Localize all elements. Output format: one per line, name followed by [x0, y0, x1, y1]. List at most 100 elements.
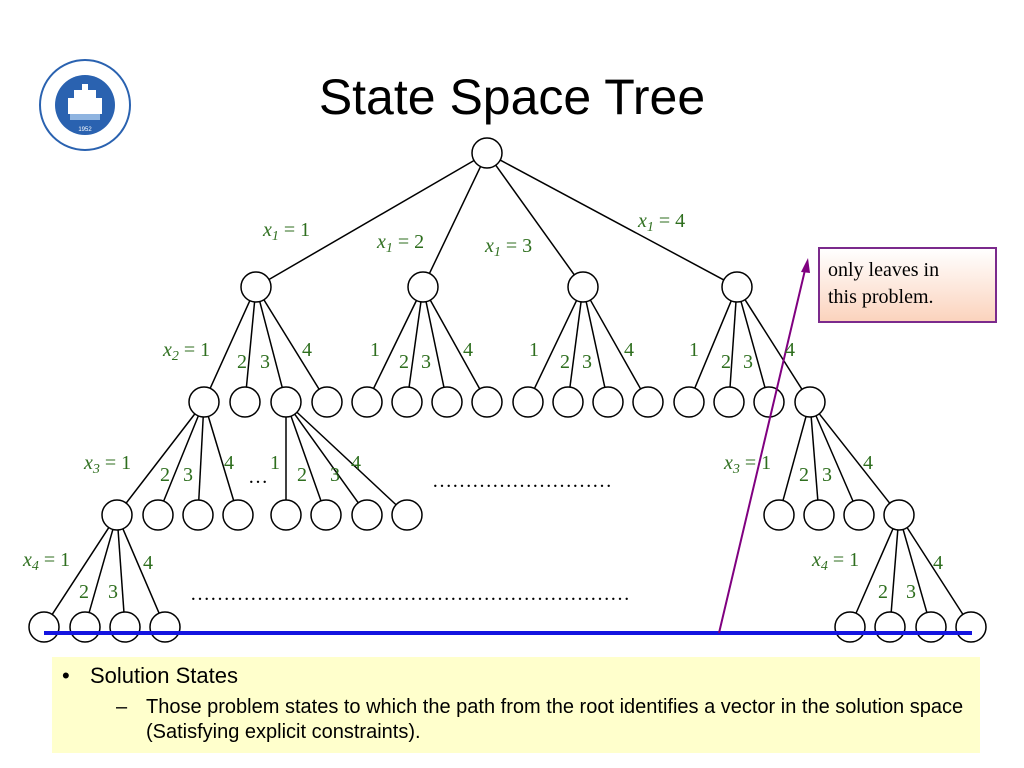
- ellipsis-long: …………………………………………………………: [190, 583, 630, 605]
- tree-edge: [207, 416, 235, 501]
- svg-text:x2 = 1: x2 = 1: [162, 339, 210, 364]
- tree-edge: [296, 411, 397, 506]
- tree-edge: [290, 415, 322, 502]
- edge-label-x1-eq-1: x1 = 1: [262, 219, 310, 244]
- tree-edge: [585, 301, 606, 388]
- edge-label-1: 1: [689, 339, 699, 361]
- tree-node: [142, 499, 174, 531]
- callout-line-1: only leaves in: [828, 259, 940, 281]
- edge-label-3: 3: [260, 351, 270, 373]
- tree-edge: [51, 527, 110, 615]
- tree-edge: [589, 299, 642, 390]
- sub-bullet: – Those problem states to which the path…: [116, 695, 966, 745]
- tree-node: [28, 611, 60, 643]
- tree-edge: [744, 299, 803, 390]
- edge-label-3: 3: [582, 351, 592, 373]
- tree-edge: [890, 529, 899, 613]
- tree-node: [803, 499, 835, 531]
- sub-bullet-dash: –: [116, 696, 128, 718]
- ellipsis-short: …: [248, 466, 268, 488]
- edge-label-4: 4: [624, 339, 634, 361]
- tree-edge: [408, 301, 422, 388]
- edge-label-x1-eq-3: x1 = 3: [484, 235, 532, 260]
- edge-label-4: 4: [785, 339, 795, 361]
- tree-edge: [88, 529, 114, 613]
- edge-label-3: 3: [421, 351, 431, 373]
- tree-node: [763, 499, 795, 531]
- edge-label-1: 1: [270, 452, 280, 474]
- slide-title: State Space Tree: [318, 69, 706, 125]
- edge-label-x1-eq-2: x1 = 2: [376, 231, 424, 256]
- edge-label-2: 2: [297, 464, 307, 486]
- tree-node: [512, 386, 544, 418]
- edge-label-3: 3: [743, 351, 753, 373]
- tree-edge: [117, 529, 125, 613]
- notes-box: • Solution States – Those problem states …: [52, 657, 980, 753]
- edge-label-3: 3: [906, 581, 916, 603]
- svg-text:x3 = 1: x3 = 1: [723, 452, 771, 477]
- callout-line-2: this problem.: [828, 286, 934, 308]
- tree-node: [407, 271, 439, 303]
- tree-root-node: [471, 137, 503, 169]
- edge-label-2: 2: [399, 351, 409, 373]
- tree-edge: [268, 159, 475, 281]
- ellipsis-mid: ………………………: [432, 470, 612, 492]
- bullet-solution-states: • Solution States: [62, 663, 238, 689]
- svg-text:x1 = 3: x1 = 3: [484, 235, 532, 260]
- tree-edge: [263, 299, 320, 390]
- edge-label-2: 2: [560, 351, 570, 373]
- tree-node: [310, 499, 342, 531]
- tree-edge: [906, 527, 964, 615]
- edge-label-3: 3: [183, 464, 193, 486]
- tree-edge: [429, 299, 481, 390]
- tree-node: [270, 386, 302, 418]
- tree-edge: [694, 300, 732, 389]
- edge-label-1: 1: [370, 339, 380, 361]
- tree-edge: [162, 415, 200, 502]
- tree-edge: [499, 159, 725, 281]
- bullet-dot: •: [62, 663, 70, 688]
- tree-edge: [428, 166, 482, 274]
- tree-edges: [51, 159, 964, 615]
- edge-label-2: 2: [79, 581, 89, 603]
- tree-edge: [569, 301, 582, 388]
- tree-node: [69, 611, 101, 643]
- svg-text:x4 = 1: x4 = 1: [811, 549, 859, 574]
- tree-node: [592, 386, 624, 418]
- tree-node: [843, 499, 875, 531]
- edge-label-2: 2: [721, 351, 731, 373]
- tree-node: [182, 499, 214, 531]
- callout-arrow-line: [718, 269, 806, 634]
- edge-label-x1-eq-4: x1 = 4: [637, 210, 685, 235]
- tree-node: [351, 499, 383, 531]
- bullet-text: Solution States: [90, 663, 238, 688]
- tree-edge: [855, 528, 894, 614]
- svg-text:x1 = 2: x1 = 2: [376, 231, 424, 256]
- edge-label-1: 1: [529, 339, 539, 361]
- tree-edge: [125, 413, 196, 504]
- tree-edge: [294, 413, 359, 504]
- edge-label-x4-eq-1: x4 = 1: [22, 549, 70, 574]
- tree-edge: [245, 301, 256, 388]
- tree-node: [673, 386, 705, 418]
- tree-node: [721, 271, 753, 303]
- edge-label-2: 2: [237, 351, 247, 373]
- edge-label-4: 4: [463, 339, 473, 361]
- svg-text:x1 = 1: x1 = 1: [262, 219, 310, 244]
- tree-node: [955, 611, 987, 643]
- edge-label-x3-eq-1: x3 = 1: [83, 452, 131, 477]
- sub-bullet-text: Those problem states to which the path f…: [146, 696, 964, 743]
- university-seal-logo: 1952: [39, 59, 131, 151]
- edge-label-4: 4: [302, 339, 312, 361]
- tree-node: [391, 386, 423, 418]
- edge-label-x2-eq-1: x2 = 1: [162, 339, 210, 364]
- tree-node: [270, 499, 302, 531]
- tree-node: [431, 386, 463, 418]
- edge-label-2: 2: [799, 464, 809, 486]
- tree-edge: [818, 413, 891, 504]
- tree-node: [101, 499, 133, 531]
- tree-edge: [815, 415, 854, 502]
- tree-node: [552, 386, 584, 418]
- svg-text:x3 = 1: x3 = 1: [83, 452, 131, 477]
